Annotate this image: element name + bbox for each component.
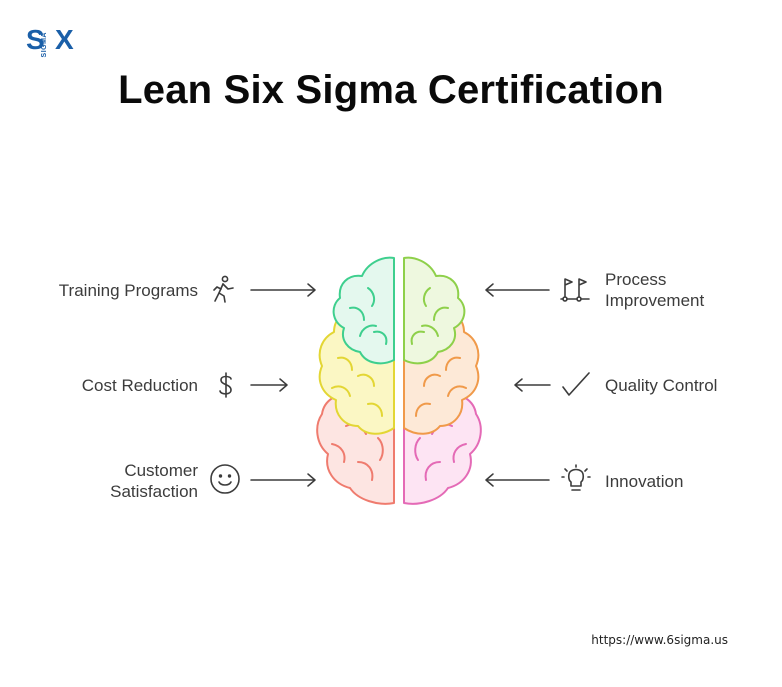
- dollar-icon: [219, 372, 232, 398]
- logo-sigma-text: SIGMA: [41, 32, 48, 58]
- label-customer-satisfaction: Customer Satisfaction: [110, 461, 198, 501]
- arrow-cost-to-brain: [250, 378, 288, 392]
- person-running-icon: [213, 275, 234, 303]
- label-cost-reduction: Cost Reduction: [81, 376, 198, 395]
- label-quality-control: Quality Control: [605, 376, 718, 395]
- brain-lobe-lime: [403, 256, 466, 365]
- footer-url[interactable]: https://www.6sigma.us: [591, 633, 728, 647]
- arrow-innovation-to-brain: [485, 473, 550, 487]
- six-sigma-logo: S SIGMA X: [26, 24, 86, 58]
- label-innovation: Innovation: [605, 472, 684, 491]
- label-process-improvement: Process Improvement: [605, 270, 705, 310]
- brain-illustration: [316, 256, 482, 505]
- brain-lobe-green: [332, 256, 395, 365]
- logo-letter-s: S: [26, 24, 45, 55]
- page-title: Lean Six Sigma Certification: [118, 68, 664, 112]
- label-training-programs: Training Programs: [58, 281, 198, 300]
- arrow-process-to-brain: [485, 283, 550, 297]
- lightbulb-icon: [561, 464, 591, 491]
- logo-letter-x: X: [55, 24, 74, 55]
- arrow-training-to-brain: [250, 283, 316, 297]
- flags-track-icon: [560, 278, 590, 302]
- arrow-customer-to-brain: [250, 473, 316, 487]
- smiley-face-icon: [210, 464, 240, 494]
- arrow-quality-to-brain: [514, 378, 551, 392]
- checkmark-icon: [562, 372, 590, 396]
